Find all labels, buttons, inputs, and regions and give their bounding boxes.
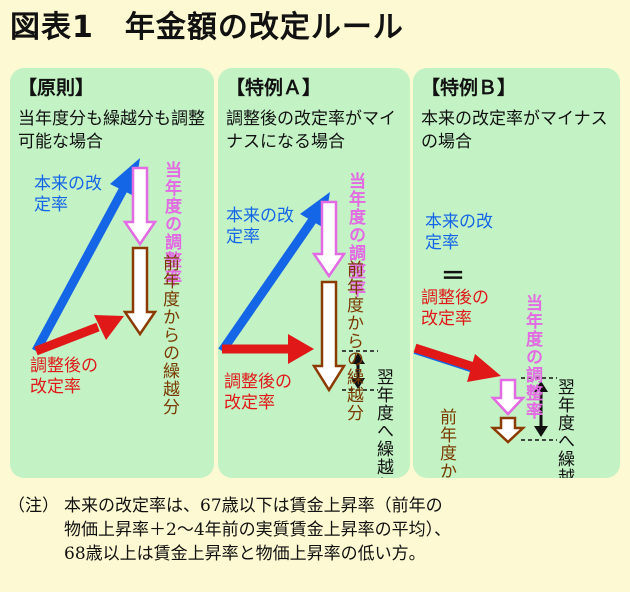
carryover-label: 前年度からの繰越分	[435, 408, 456, 478]
panel-exception-a: 【特例Ａ】 調整後の改定率がマイナスになる場合 本来の改定率 当年度の調整率 前…	[218, 68, 410, 478]
original-rate-arrow	[32, 185, 128, 354]
span-arrowhead-up	[534, 381, 548, 392]
adjusted-rate-arrowhead	[94, 315, 124, 340]
adjusted-rate-label: 調整後の改定率	[224, 372, 292, 413]
adjustment-rate-block-arrow	[311, 200, 347, 279]
adjustment-rate-label: 当年度の調整率	[161, 161, 181, 287]
span-arrowhead-down	[534, 426, 548, 437]
panel-principle: 【原則】 当年度分も繰越分も調整可能な場合 本来の改定率 当年度の調整率 前年度…	[10, 68, 214, 478]
carryover-label: 前年度からの繰越分	[159, 254, 179, 416]
panel-description: 本来の改定率がマイナスの場合	[421, 109, 608, 152]
adjustment-rate-block-arrow	[490, 378, 526, 416]
adjusted-rate-label: 調整後の改定率	[30, 356, 98, 397]
adjusted-rate-arrow	[34, 322, 100, 356]
original-rate-arrow	[218, 215, 318, 354]
adjusted-rate-arrowhead	[467, 354, 501, 382]
footnote-text: 本来の改定率は、67歳以下は賃金上昇率（前年の 物価上昇率＋2～4年前の実質賃金…	[64, 496, 452, 564]
panel-heading: 【特例Ｂ】	[421, 77, 517, 99]
exception-b-arrows	[413, 343, 557, 444]
carryover-block-arrow	[122, 246, 158, 337]
panel-heading: 【特例Ａ】	[226, 77, 322, 99]
span-arrowhead-up	[351, 353, 365, 364]
carryover-label: 前年度からの繰越分	[343, 260, 363, 422]
adjustment-rate-block-arrow	[122, 166, 158, 247]
panel-heading: 【原則】	[18, 77, 95, 99]
adjustment-rate-label: 当年度の調整率	[522, 294, 542, 420]
adjustment-rate-label: 当年度の調整率	[345, 172, 365, 298]
adjusted-rate-label: 調整後の改定率	[421, 288, 489, 329]
adjusted-rate-arrowhead	[288, 334, 314, 364]
span-arrowhead-down	[351, 378, 365, 389]
adjusted-rate-arrow	[413, 343, 479, 373]
original-rate-label: 本来の改定率	[34, 174, 102, 215]
carryover-block-arrow	[489, 416, 527, 444]
equals-sign: ＝	[441, 262, 465, 290]
exception-a-arrows	[218, 192, 378, 393]
next-year-carryover-label: 翌年度へ繰越し	[554, 378, 574, 478]
carryover-block-arrow	[311, 280, 347, 393]
principle-arrows	[32, 158, 158, 356]
panel-exception-b: 【特例Ｂ】 本来の改定率がマイナスの場合 本来の改定率 ＝ 調整後の改定率 当年…	[413, 68, 620, 478]
footnote-label: （注）	[8, 496, 59, 516]
page-title: 図表1 年金額の改定ルール	[10, 10, 404, 45]
panel-description: 当年度分も繰越分も調整可能な場合	[18, 109, 205, 152]
panel-description: 調整後の改定率がマイナスになる場合	[226, 109, 396, 152]
next-year-carryover-label: 翌年度へ繰越し	[373, 368, 393, 478]
original-rate-label: 本来の改定率	[425, 212, 493, 253]
original-rate-label: 本来の改定率	[226, 206, 294, 247]
